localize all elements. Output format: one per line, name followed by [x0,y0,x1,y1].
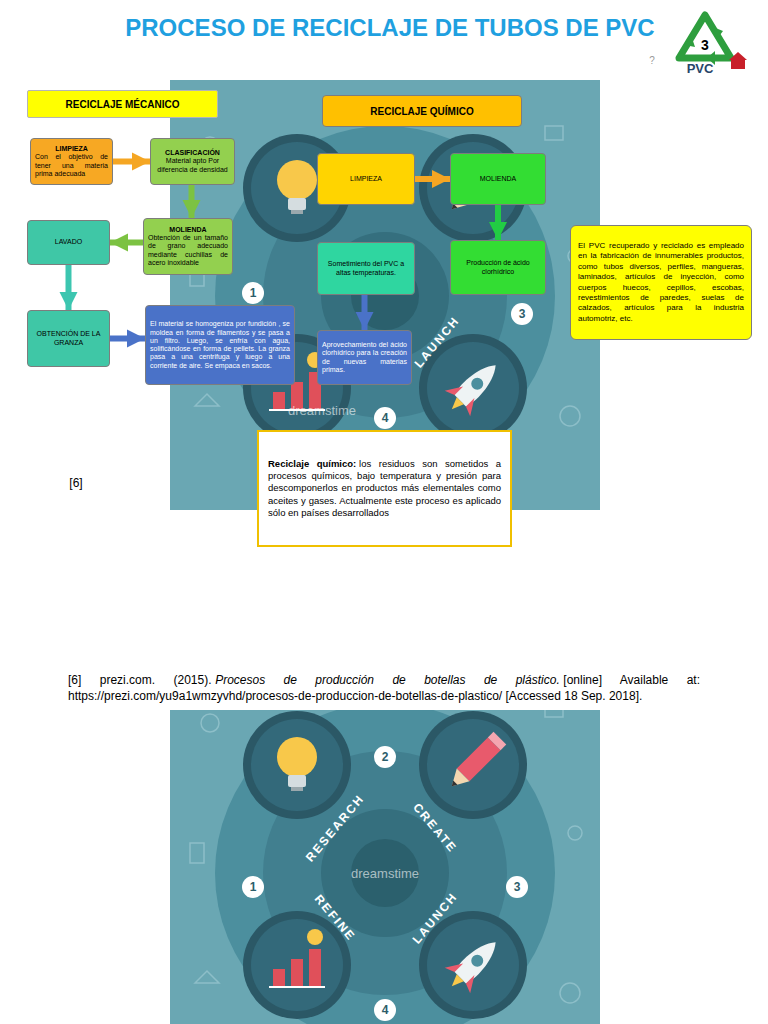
box-content: Sometimiento del PVC a altas temperatura… [322,260,410,277]
step-number: 1 [242,282,264,304]
section-header: RECICLAJE MÉCANICO [27,90,218,118]
recycle-logo [679,15,731,65]
box-text: Aprovechamiento del ácido clorhídrico pa… [322,341,407,374]
citation-mark: [6] [69,476,82,490]
box-text: Producción de ácido clorhídrico [455,259,541,276]
box-text: OBTENCIÓN DE LA GRANZA [32,330,105,347]
note-box: El PVC recuperado y reciclado es emplead… [570,225,752,340]
box-heading: CLASIFICACIÓN [155,149,230,157]
process-box: Sometimiento del PVC a altas temperatura… [317,242,415,295]
box-content: RECICLAJE QUÍMICO [327,105,517,118]
step-number: 4 [374,407,396,429]
box-content: RECICLAJE MÉCANICO [32,98,213,111]
flow-arrow [362,295,368,330]
step-number: 3 [511,303,533,325]
flow-arrow [66,265,72,310]
reference-text: [6] prezi.com. (2015). [68,673,212,687]
box-text: El material se homogeniza por fundición … [150,320,290,370]
box-heading: Reciclaje químico: [268,458,356,469]
process-box: El material se homogeniza por fundición … [145,305,295,385]
arrow-head [713,27,723,39]
process-box: MOLIENDAObtención de un tamaño de grano … [143,218,233,275]
box-text: Obtención de un tamaño de grano adecuado… [148,234,228,267]
flow-arrow [189,185,195,218]
process-box: MOLIENDA [450,153,546,205]
box-content: OBTENCIÓN DE LA GRANZA [32,330,105,347]
process-box: LIMPIEZA [317,153,415,205]
process-box: LAVADO [27,220,110,265]
box-text: El PVC recuperado y reciclado es emplead… [578,241,744,324]
box-content: MOLIENDAObtención de un tamaño de grano … [148,226,228,267]
box-text: LIMPIEZA [322,175,410,183]
step-number: 4 [374,999,396,1021]
process-box: Aprovechamiento del ácido clorhídrico pa… [317,330,412,385]
box-text: Sometimiento del PVC a altas temperatura… [322,260,410,277]
flow-arrow [495,205,501,240]
box-content: Producción de ácido clorhídrico [455,259,541,276]
box-content: Reciclaje químico:los residuos son somet… [268,458,501,520]
box-content: CLASIFICACIÓNMaterial apto Por diferenci… [155,149,230,174]
infographic-wheel [190,126,582,466]
infographic-wheel [190,710,582,1024]
box-content: Aprovechamiento del ácido clorhídrico pa… [322,341,407,374]
logo-number: 3 [701,37,709,53]
section-header: RECICLAJE QUÍMICO [322,95,522,127]
step-number: 2 [374,746,396,768]
box-text: RECICLAJE MÉCANICO [32,98,213,111]
box-heading: LIMPIEZA [35,145,108,153]
reference-title: Procesos de producción de botellas de pl… [215,673,560,687]
recycle-arrows [679,15,731,58]
box-content: LIMPIEZA [322,175,410,183]
box-text: MOLIENDA [455,175,541,183]
watermark: dreamstime [351,866,419,881]
box-content: LIMPIEZACon el objetivo de tener una mat… [35,145,108,178]
step-number: 1 [242,876,264,898]
flow-arrow [110,336,145,342]
box-content: LAVADO [32,238,105,246]
flow-arrow [415,176,450,182]
process-box: Producción de ácido clorhídrico [450,240,546,295]
box-text: RECICLAJE QUÍMICO [327,105,517,118]
arrow-head [685,35,695,47]
infographic-clip [190,710,582,1024]
roof [729,52,747,60]
logo-mark: ? [649,55,655,66]
watermark: dreamstime [288,403,356,418]
box-heading: MOLIENDA [148,226,228,234]
box-text: LAVADO [32,238,105,246]
house-icon [729,52,747,69]
title: PROCESO DE RECICLAJE DE TUBOS DE PVC [114,12,666,43]
process-box: OBTENCIÓN DE LA GRANZA [27,310,110,367]
process-box: LIMPIEZACon el objetivo de tener una mat… [30,138,113,185]
box-text: Con el objetivo de tener una materia pri… [35,153,108,178]
logo-text: PVC [687,61,714,76]
box-content: MOLIENDA [455,175,541,183]
process-box: CLASIFICACIÓNMaterial apto Por diferenci… [150,138,235,185]
reference: [6] prezi.com. (2015).Procesos de produc… [68,672,700,704]
definition-box: Reciclaje químico:los residuos son somet… [257,430,512,547]
flow-arrow [110,240,143,246]
box-content: El material se homogeniza por fundición … [150,320,290,370]
house-wall [731,60,745,69]
flow-arrow [113,159,150,165]
box-text: Material apto Por diferencia de densidad [155,157,230,174]
box-content: El PVC recuperado y reciclado es emplead… [578,241,744,324]
step-number: 3 [506,876,528,898]
